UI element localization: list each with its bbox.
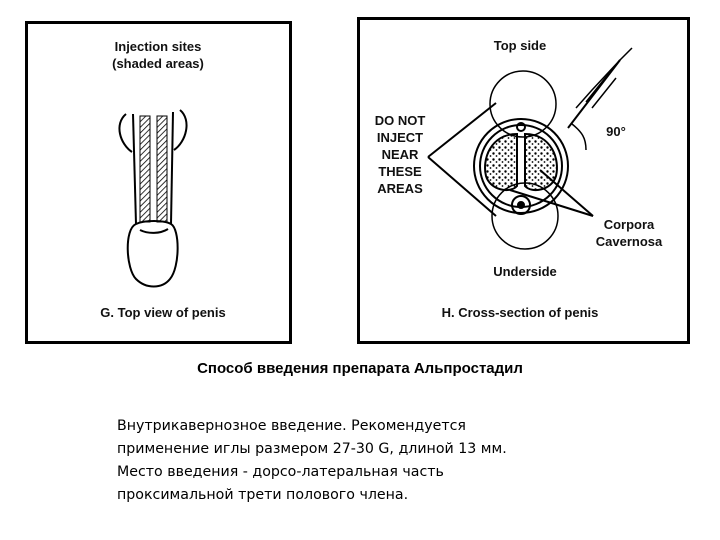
syringe-line [575, 47, 633, 109]
scrotum-right-outline [173, 109, 188, 151]
injection-strip-left [139, 115, 151, 223]
slide-title: Способ введения препарата Альпростадил [197, 360, 523, 377]
corpus-spongiosum [511, 195, 531, 215]
shaft-left-edge [132, 113, 137, 225]
glans-outline [126, 220, 179, 288]
panel-h-caption: H. Cross-section of penis [441, 305, 599, 320]
cross-section-illustration [427, 47, 633, 250]
corpus-left [484, 132, 518, 192]
warning-label: DO NOT INJECT NEAR THESE AREAS [374, 113, 426, 196]
panel-top-view: Injection sites (shaded areas) G. Top vi… [25, 21, 292, 344]
needle-shaft [567, 59, 621, 129]
top-side-circle [489, 70, 557, 138]
description: Внутрикавернозное введение. Рекомендуетс… [117, 415, 677, 507]
corpus-right [524, 132, 558, 192]
angle-arc [571, 123, 587, 151]
top-side-label: Top side [493, 38, 547, 53]
corpora-label: Corpora Cavernosa [595, 217, 663, 249]
corpora-line-1 [539, 169, 594, 217]
injection-sites-label: Injection sites [114, 39, 202, 54]
shaded-areas-label: (shaded areas) [112, 56, 204, 71]
panel-g-caption: G. Top view of penis [100, 305, 226, 320]
description-line: применение иглы размером 27-30 G, длиной… [117, 441, 507, 457]
underside-label: Underside [493, 264, 557, 279]
warning-line-bottom [427, 156, 497, 217]
top-view-illustration [118, 109, 188, 288]
dorsal-vein [516, 122, 526, 132]
description-line: Внутрикавернозное введение. Рекомендуетс… [117, 418, 466, 434]
warning-line-top [427, 102, 497, 158]
corpora-line-2 [509, 189, 594, 217]
description-line: проксимальной трети полового члена. [117, 487, 409, 503]
syringe-barrel [585, 71, 617, 109]
angle-label: 90° [606, 124, 626, 139]
injection-strip-right [156, 115, 168, 223]
scrotum-left-outline [118, 113, 133, 153]
description-line: Место введения - дорсо-латеральная часть [117, 464, 444, 480]
shaft-right-edge [170, 111, 174, 225]
urethra [517, 201, 525, 209]
underside-circle [491, 182, 559, 250]
panel-cross-section: Top side DO NOT INJECT NEAR THESE AREAS … [357, 17, 690, 344]
corona-line [139, 228, 169, 234]
